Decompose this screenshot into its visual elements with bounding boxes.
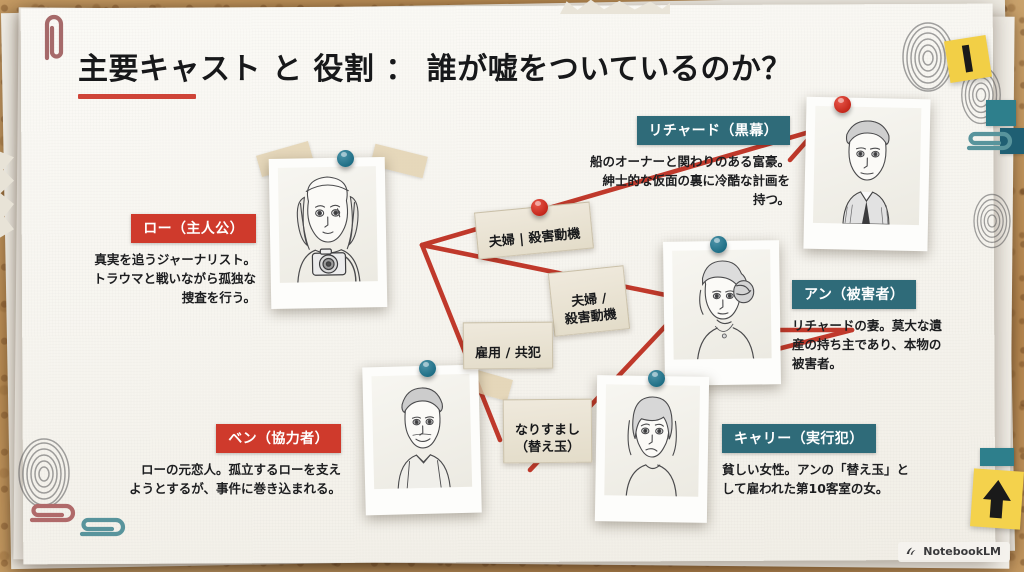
- character-richard: リチャード（黒幕） 船のオーナーと関わりのある富豪。 紳士的な仮面の裏に冷酷な計…: [540, 116, 790, 209]
- character-lo: ロー（主人公） 真実を追うジャーナリスト。 トラウマと戦いながら孤独な 捜査を行…: [66, 214, 256, 307]
- character-carrie: キャリー（実行犯） 貧しい女性。アンの「替え玉」と して雇われた第10客室の女。: [722, 424, 970, 498]
- photo-ben[interactable]: [362, 364, 482, 516]
- title-text: 主要キャスト と 役割 ： 誰が嘘をついているのか？: [78, 52, 792, 87]
- photo-ann[interactable]: [663, 240, 781, 386]
- relation-text: なりすまし （替え玉）: [514, 422, 581, 456]
- relation-label-impersonation: なりすまし （替え玉）: [502, 398, 593, 464]
- photo-richard[interactable]: [803, 96, 931, 252]
- relation-label-marriage-motive-2: 夫婦 / 殺害動機: [547, 265, 631, 338]
- fingerprint-icon: [902, 22, 954, 92]
- notebooklm-icon: [906, 547, 916, 555]
- relation-label-employment: 雇用 / 共犯: [462, 321, 554, 370]
- pin-blue: [648, 370, 665, 387]
- watermark-label: NotebookLM: [923, 545, 1001, 558]
- paperclip-icon: [966, 131, 1013, 151]
- portrait-woman-with-camera: [296, 176, 361, 283]
- character-name-badge: アン（被害者）: [792, 280, 917, 309]
- file-tab: [986, 100, 1016, 126]
- character-name-badge: リチャード（黒幕）: [636, 116, 790, 145]
- photo-lo[interactable]: [268, 156, 388, 310]
- character-name-badge: キャリー（実行犯）: [722, 424, 876, 453]
- paperclip-icon: [29, 503, 76, 523]
- pin-blue: [710, 236, 727, 253]
- character-ann: アン（被害者） リチャードの妻。莫大な遺 産の持ち主であり、本物の 被害者。: [792, 280, 970, 373]
- photo-carrie[interactable]: [594, 375, 710, 523]
- fingerprint-icon: [973, 193, 1011, 249]
- character-description: 貧しい女性。アンの「替え玉」と して雇われた第10客室の女。: [722, 462, 910, 496]
- relation-text: 夫婦 / 殺害動機: [564, 291, 618, 328]
- character-name-badge: ロー（主人公）: [131, 214, 256, 243]
- file-tab: [980, 448, 1014, 466]
- character-description: 船のオーナーと関わりのある富豪。 紳士的な仮面の裏に冷酷な計画を 持つ。: [589, 154, 790, 207]
- pin-blue: [337, 150, 354, 167]
- paperclip-icon: [79, 517, 126, 537]
- notebooklm-watermark: NotebookLM: [898, 542, 1010, 562]
- character-name-badge: ベン（協力者）: [216, 424, 341, 453]
- portrait-man-in-suit: [842, 120, 890, 226]
- character-description: 真実を追うジャーナリスト。 トラウマと戦いながら孤独な 捜査を行う。: [93, 252, 256, 305]
- character-description: リチャードの妻。莫大な遺 産の持ち主であり、本物の 被害者。: [792, 318, 942, 371]
- page-title: 主要キャスト と 役割 ： 誰が嘘をついているのか？: [78, 44, 792, 99]
- pin-red: [531, 199, 548, 216]
- portrait-young-man: [397, 387, 451, 490]
- character-description: ローの元恋人。孤立するローを支え ようとするが、事件に巻き込まれる。: [129, 462, 341, 496]
- pin-blue: [419, 360, 436, 377]
- portrait-worried-woman: [625, 396, 677, 497]
- character-ben: ベン（協力者） ローの元恋人。孤立するローを支え ようとするが、事件に巻き込まれ…: [96, 424, 341, 498]
- portrait-woman-updo: [697, 260, 755, 360]
- pin-red: [834, 96, 851, 113]
- paperclip-icon: [44, 14, 64, 61]
- title-underline: [78, 94, 196, 99]
- relation-text: 雇用 / 共犯: [475, 345, 541, 362]
- relation-text: 夫婦 | 殺害動機: [488, 226, 582, 251]
- sticky-note-arrow: [970, 468, 1024, 530]
